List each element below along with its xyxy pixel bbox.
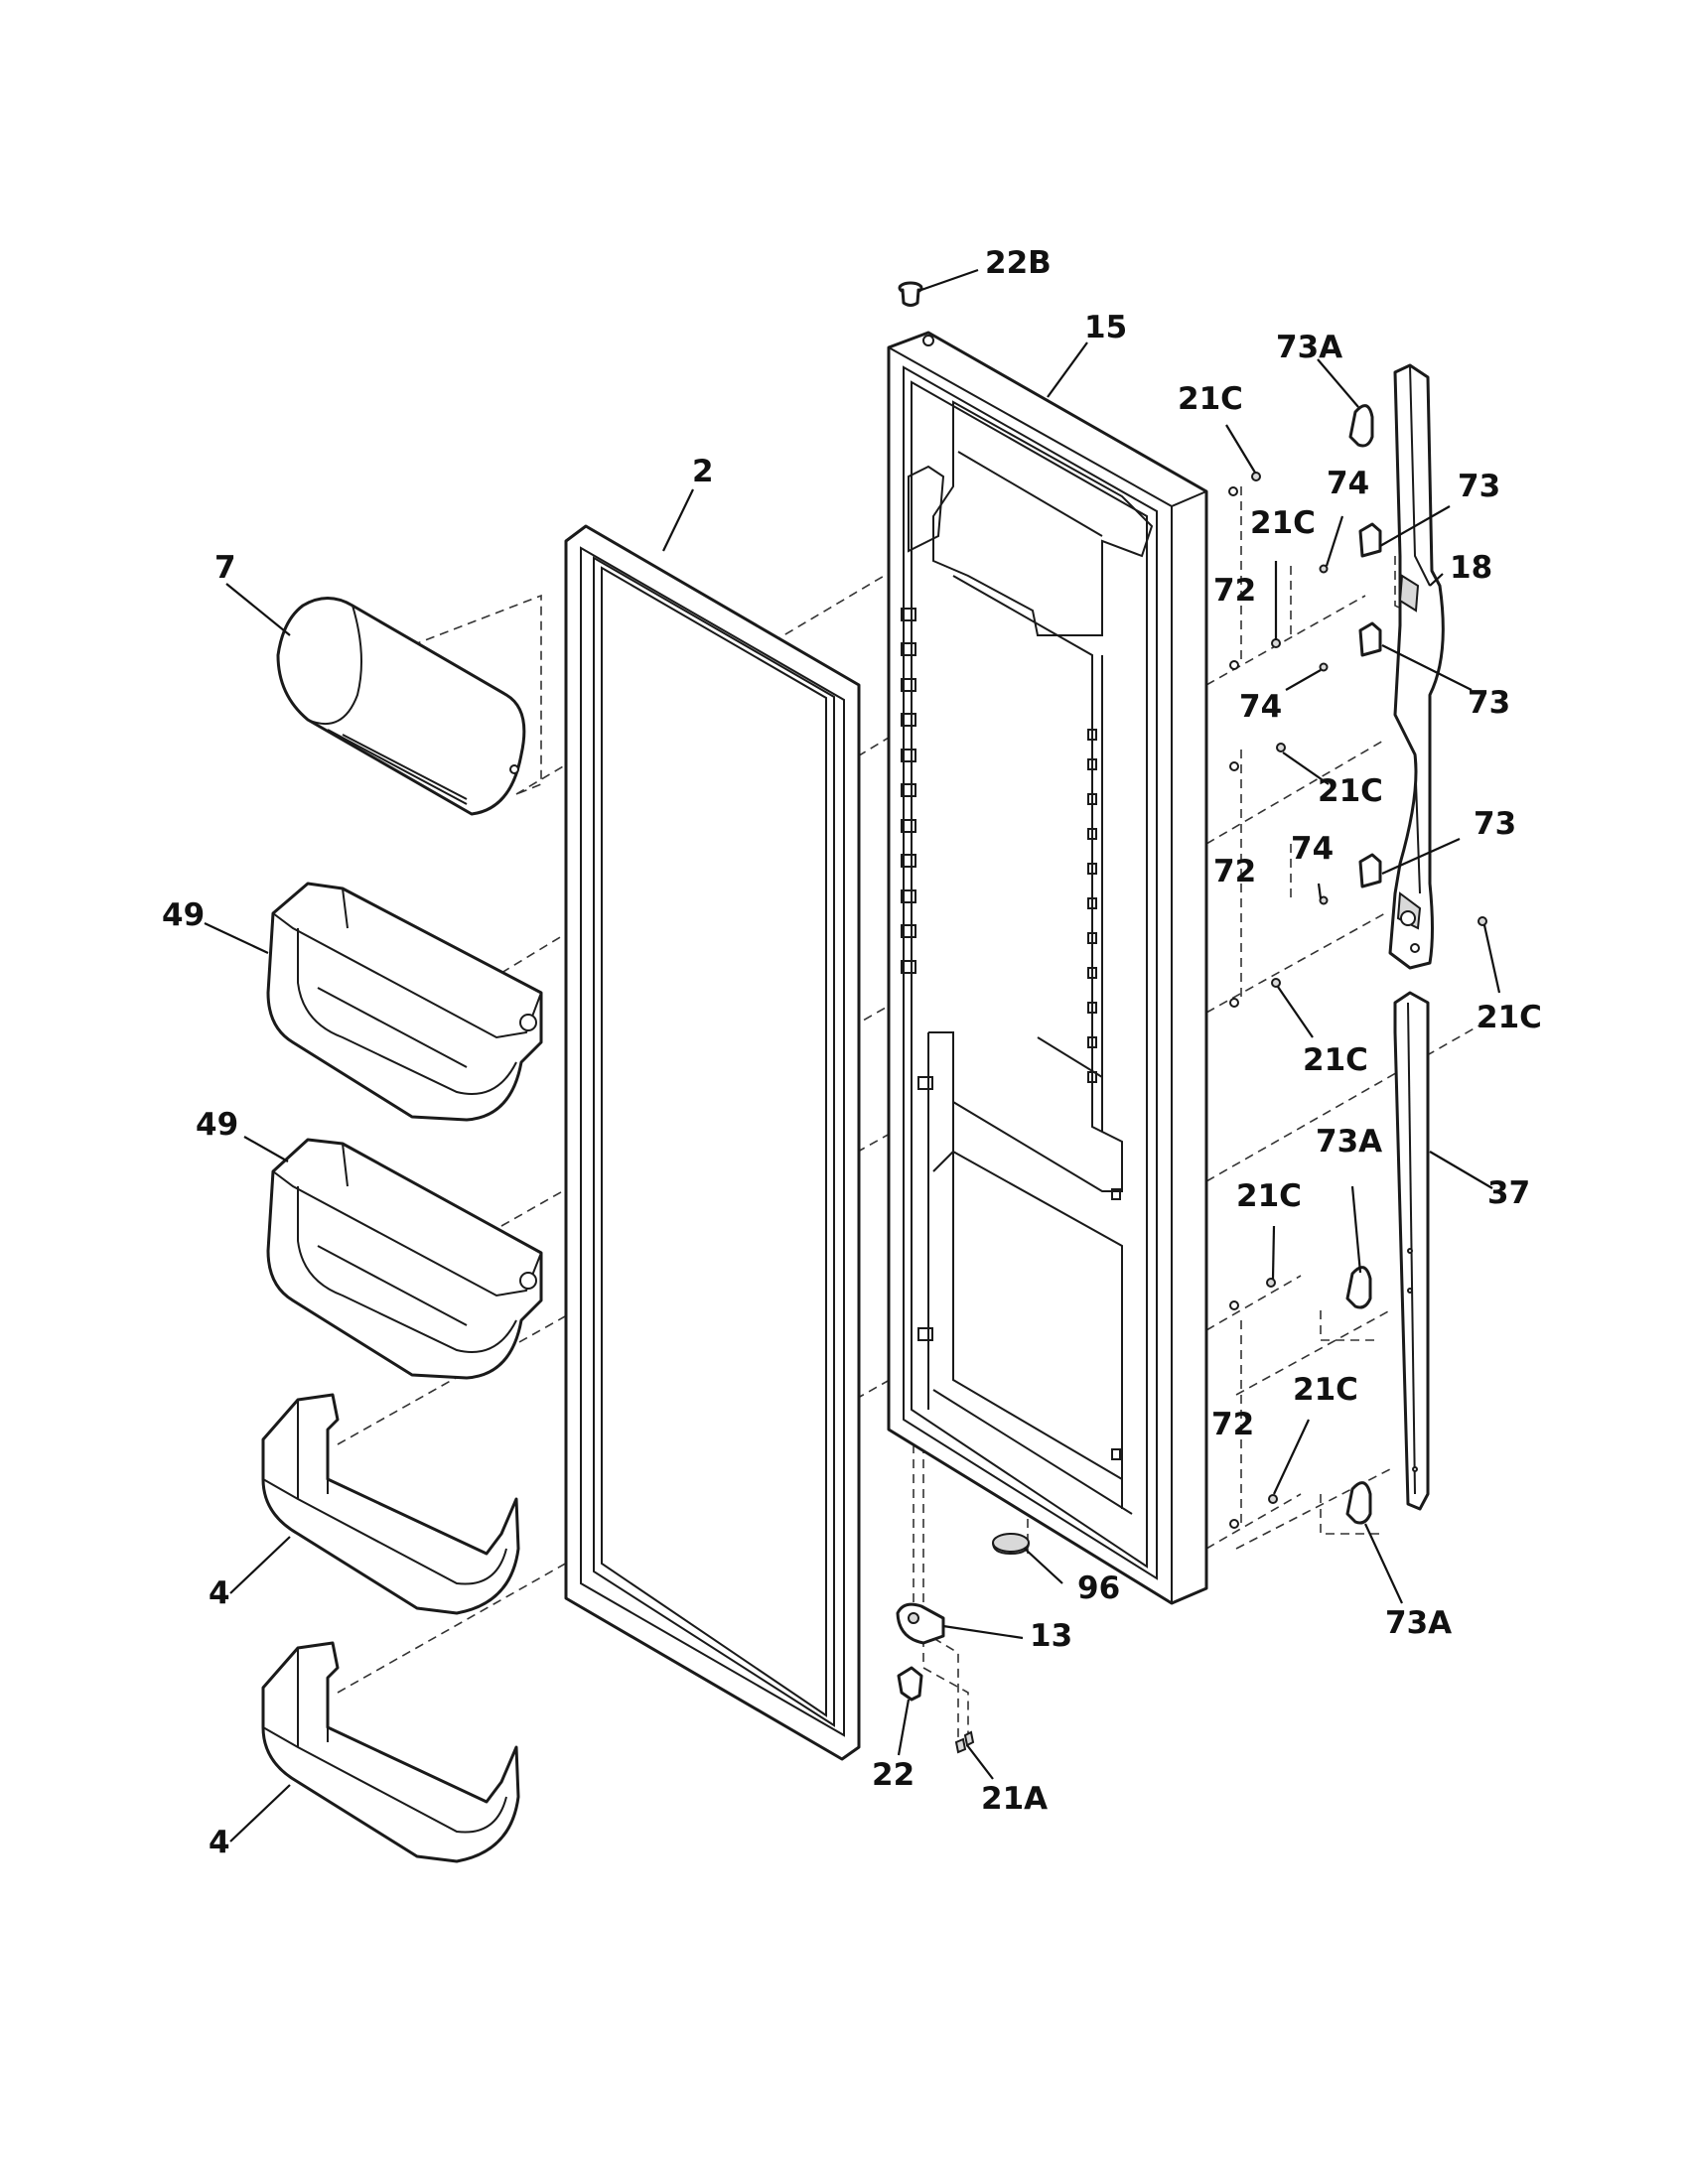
leader-lines [204, 268, 1501, 1843]
right-peg-column [1087, 729, 1121, 1460]
label-21C-5: 21C [1303, 1042, 1368, 1078]
label-74-2: 74 [1239, 689, 1282, 725]
door-shelf-upper-part-4 [261, 1393, 520, 1615]
label-21C-3: 21C [1318, 773, 1383, 809]
bottom-hinge-parts [896, 1602, 975, 1754]
label-22B: 22B [985, 245, 1052, 281]
label-21C-1: 21C [1178, 381, 1243, 417]
handle-lower-part-37 [1393, 991, 1430, 1511]
label-21C-7: 21C [1293, 1372, 1358, 1408]
shelf-peg-column [901, 608, 933, 1341]
label-21C-6: 21C [1236, 1178, 1302, 1214]
handle-upper-part-18 [1388, 363, 1445, 970]
label-21C-2: 21C [1250, 505, 1316, 541]
door-bin-upper-part-49 [266, 882, 543, 1122]
label-73A-bot: 73A [1385, 1605, 1452, 1641]
label-2: 2 [692, 454, 714, 489]
label-49-1: 49 [162, 897, 205, 933]
dairy-cover-part-7 [276, 597, 526, 816]
label-74-3: 74 [1291, 831, 1334, 867]
label-72-1: 72 [1213, 573, 1256, 609]
top-plug-part-22B [898, 281, 923, 307]
label-74-1: 74 [1327, 466, 1369, 501]
label-7: 7 [214, 550, 236, 586]
label-73-1: 73 [1458, 469, 1500, 504]
label-72-3: 72 [1211, 1407, 1254, 1442]
label-21C-4: 21C [1477, 1000, 1542, 1035]
label-13: 13 [1030, 1618, 1072, 1654]
part-number-labels: 22B 15 73A 21C 2 74 73 7 21C 18 72 74 73… [162, 245, 1542, 1860]
handle-mounts [1345, 404, 1382, 1525]
door-shelf-lower-part-4 [261, 1641, 520, 1863]
bottom-plug-part-96 [992, 1533, 1030, 1556]
label-73-3: 73 [1474, 806, 1516, 842]
fasteners [1228, 472, 1487, 1529]
label-18: 18 [1450, 550, 1492, 586]
label-73-2: 73 [1468, 685, 1510, 721]
label-72-2: 72 [1213, 854, 1256, 889]
label-22: 22 [872, 1757, 914, 1793]
door-panel-part-15 [887, 331, 1208, 1605]
label-4-2: 4 [209, 1825, 230, 1860]
door-gasket-part-2 [564, 524, 861, 1761]
label-49-2: 49 [196, 1107, 238, 1143]
label-73A-top: 73A [1276, 330, 1342, 365]
label-15: 15 [1084, 310, 1127, 345]
label-73A-mid: 73A [1316, 1124, 1382, 1160]
label-21A: 21A [981, 1781, 1048, 1817]
label-37: 37 [1487, 1175, 1530, 1211]
door-bin-lower-part-49 [266, 1138, 543, 1380]
label-4-1: 4 [209, 1575, 230, 1611]
label-96: 96 [1077, 1570, 1120, 1606]
